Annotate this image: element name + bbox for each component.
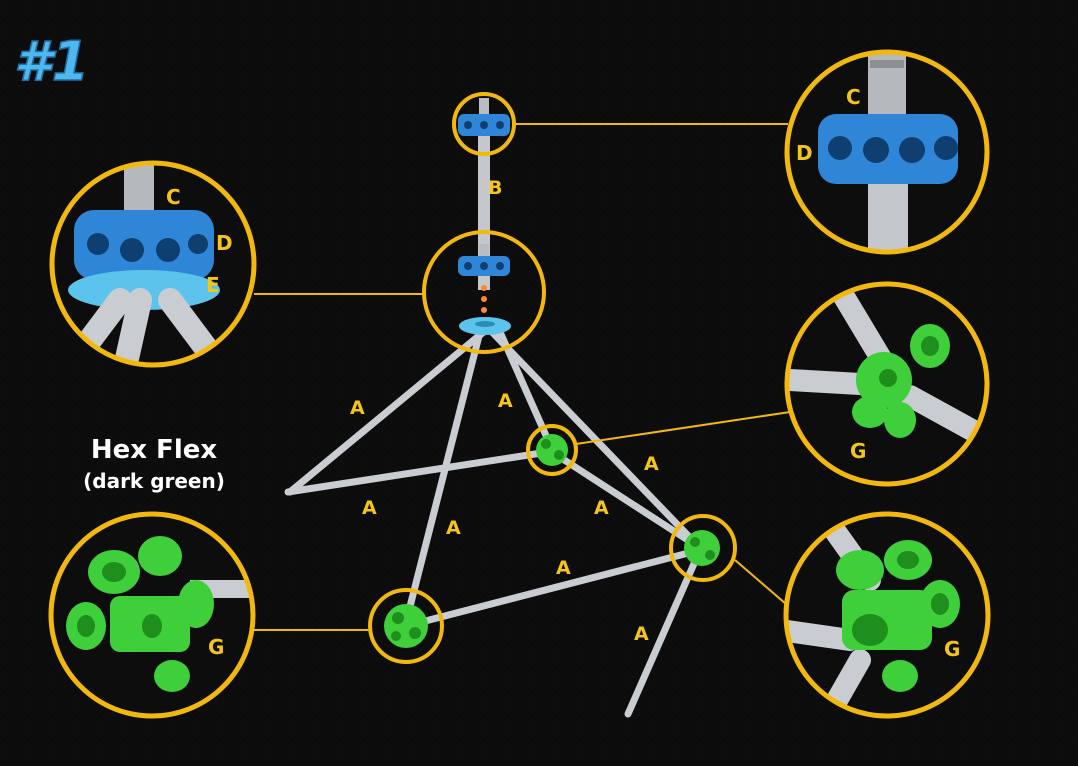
callout-lines xyxy=(253,123,791,631)
label-d-left: D xyxy=(216,231,233,255)
label-a-3: A xyxy=(644,453,659,475)
caption-title: Hex Flex xyxy=(91,435,218,465)
label-a-5: A xyxy=(594,497,609,519)
zoom-top-hub: C D xyxy=(784,49,990,255)
rod-left xyxy=(286,326,490,496)
label-a-2: A xyxy=(498,390,513,412)
label-b: B xyxy=(488,177,502,199)
rod-b xyxy=(478,136,490,260)
label-g-right: G xyxy=(944,637,960,661)
highlight-middle-hub xyxy=(422,230,546,354)
hex-flex-node-right xyxy=(684,530,720,566)
label-c-top: C xyxy=(846,85,861,109)
label-a-7: A xyxy=(556,557,571,579)
zoom-right-node: G xyxy=(783,511,991,719)
highlight-left-node xyxy=(368,588,444,664)
hex-flex-node-left xyxy=(384,604,428,648)
highlight-center-node xyxy=(526,424,578,476)
rod-bottom xyxy=(402,546,704,630)
rod-back xyxy=(284,448,552,496)
step-number: #1 xyxy=(14,30,89,93)
middle-hub xyxy=(458,244,510,276)
caption-subtitle: (dark green) xyxy=(83,469,225,493)
rod-labels: B A A A A A A A A xyxy=(350,177,659,645)
label-a-8: A xyxy=(634,623,649,645)
label-a-4: A xyxy=(362,497,377,519)
zoom-left-node: G xyxy=(48,511,256,719)
label-g-left: G xyxy=(208,635,224,659)
rod-center xyxy=(496,328,552,444)
label-g-mid: G xyxy=(850,439,866,463)
label-c-left: C xyxy=(166,185,181,209)
label-a-1: A xyxy=(350,397,365,419)
hex-flex-node-center xyxy=(536,434,568,466)
dotted-guide xyxy=(481,285,487,313)
label-d-top: D xyxy=(796,141,813,165)
highlight-right-node xyxy=(669,514,737,582)
label-a-6: A xyxy=(446,517,461,539)
rod-front-left xyxy=(400,328,484,634)
zoom-center-node: G xyxy=(784,281,990,487)
top-hub xyxy=(458,98,510,136)
label-e-left: E xyxy=(206,273,220,297)
zoom-middle-hub: C D E xyxy=(49,160,257,368)
